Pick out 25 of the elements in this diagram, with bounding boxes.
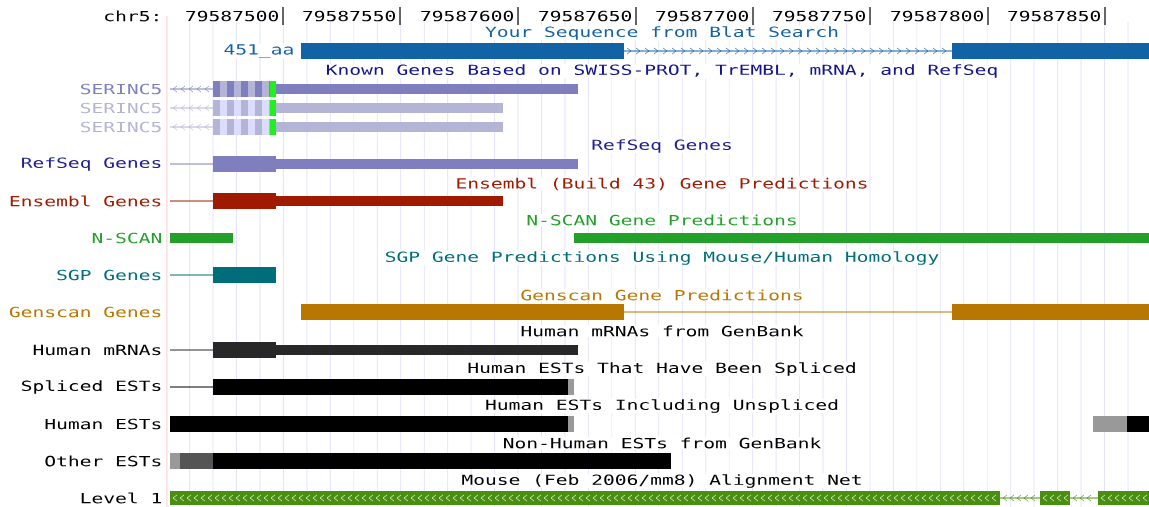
track-name: Human mRNAs [32, 344, 163, 356]
track-title: Ensembl (Build 43) Gene Predictions [455, 177, 869, 191]
coordinate-label: 79587650 [537, 10, 633, 22]
coordinate-label: 79587700 [654, 10, 750, 22]
track-name: SGP Genes [55, 269, 163, 281]
track-name: N-SCAN [91, 232, 163, 244]
coordinate-label: 79587550 [301, 10, 397, 22]
track-name: Human ESTs [43, 418, 163, 430]
track-name: Other ESTs [43, 455, 163, 467]
coordinate-label: 79587600 [419, 10, 515, 22]
track-name: SERINC5 [79, 102, 163, 114]
track-name: Ensembl Genes [8, 195, 163, 207]
track-title: Genscan Gene Predictions [519, 289, 805, 301]
track-name: Genscan Genes [8, 306, 163, 318]
track-title: Non-Human ESTs from GenBank [502, 437, 822, 449]
track-name: SERINC5 [79, 83, 163, 95]
track-name: SERINC5 [79, 121, 163, 133]
track-title: N-SCAN Gene Predictions [525, 214, 799, 226]
coordinate-label: chr5: [102, 10, 163, 22]
coordinate-label: 79587750 [771, 10, 867, 22]
coordinate-label: 79587800 [889, 10, 985, 22]
coordinate-label: 79587850 [1006, 10, 1102, 22]
track-title: Human mRNAs from GenBank [519, 325, 805, 337]
track-name: Level 1 [79, 492, 163, 504]
coordinate-label: 79587500 [184, 10, 280, 22]
